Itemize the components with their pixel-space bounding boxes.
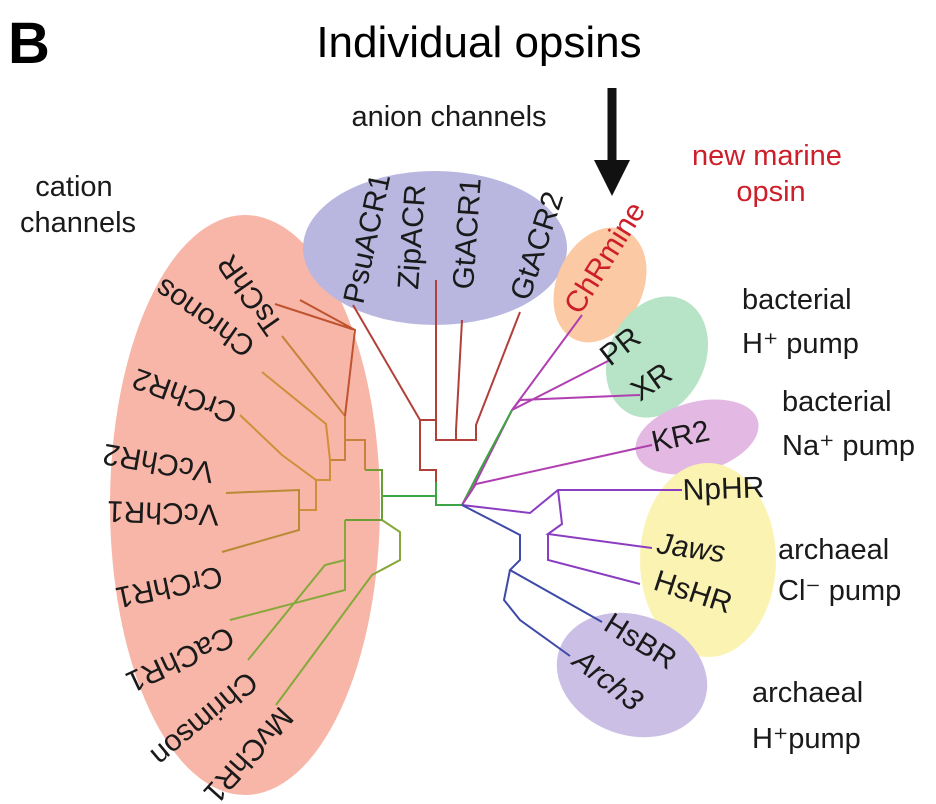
chloride-pump-blob xyxy=(640,463,776,657)
tree-branches xyxy=(221,280,682,706)
bacterial-na-pump-label: bacterial Na⁺ pump xyxy=(782,386,915,462)
anion-channels-blob xyxy=(303,171,567,325)
leaf-zipacr: ZipACR xyxy=(392,183,432,290)
archaeal-h-pump-label: archaeal H⁺pump xyxy=(752,677,871,755)
leaf-gtacr1: GtACR1 xyxy=(447,177,488,291)
bacterial-h-pump-label: bacterial H⁺ pump xyxy=(742,284,860,360)
cation-channels-label: cation channels xyxy=(20,171,136,239)
cation-channels-blob xyxy=(110,215,380,795)
leaf-vcchr1: VcChR1 xyxy=(106,494,219,531)
kr2-blob xyxy=(635,399,759,475)
archaeal-cl-pump-label: archaeal Cl⁻ pump xyxy=(778,534,901,607)
new-marine-opsin-label: new marine opsin xyxy=(692,140,850,208)
pr-xr-blob xyxy=(605,296,709,418)
diagram-title: Individual opsins xyxy=(316,18,641,67)
archaeal-h-pump-blob xyxy=(556,612,708,738)
chrmine-blob xyxy=(553,227,647,343)
panel-label: B xyxy=(8,11,50,76)
leaf-nphr: NpHR xyxy=(682,471,765,507)
anion-channels-label: anion channels xyxy=(351,101,546,133)
